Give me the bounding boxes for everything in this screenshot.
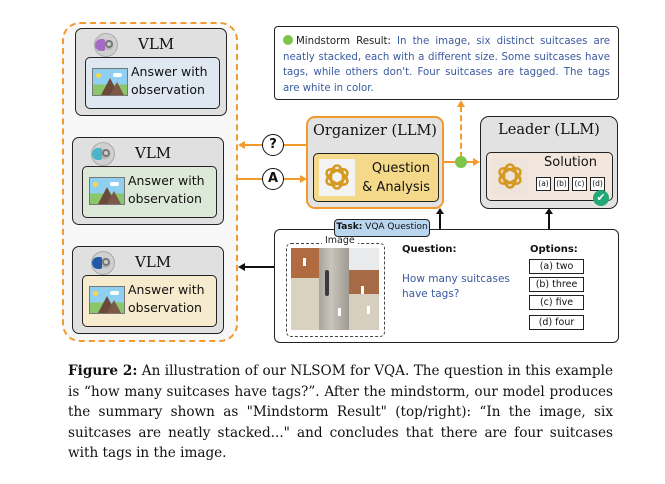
openai-logo-icon [319, 159, 355, 196]
arrow-up-icon [436, 208, 444, 214]
vlm-answer-panel: Answer with observation [82, 275, 217, 327]
vlm-agent-2: VLM Answer with observation [72, 137, 224, 225]
image-frame: Image [286, 235, 385, 337]
choice-chip-b: (b) [554, 177, 569, 191]
task-to-organizer-line [439, 211, 441, 229]
vlm-mask-icon [91, 251, 115, 275]
vlm-answer-line2: observation [131, 82, 205, 97]
landscape-image-icon [92, 68, 128, 96]
vlm-title: VLM [135, 253, 172, 271]
vlm-agent-1: VLM Answer with observation [75, 28, 227, 116]
task-tag: Task: VQA Question [334, 219, 430, 237]
check-icon: ✔ [593, 190, 609, 206]
caption-label: Figure 2: [68, 363, 138, 379]
openai-logo-icon [492, 158, 528, 195]
mindstorm-text: In the image, six distinct suitcases are… [283, 36, 610, 94]
organizer-title: Organizer (LLM) [313, 123, 437, 139]
vlm-answer-panel: Answer with observation [85, 57, 220, 109]
mindstorm-label: Mindstorm Result: [296, 36, 391, 47]
arrow-left-icon [238, 263, 245, 271]
suitcases-photo [291, 248, 379, 330]
option-b: (b) three [529, 277, 584, 292]
option-d: (d) four [529, 315, 584, 330]
question-mark-badge: ? [262, 134, 284, 156]
answer-badge: A [262, 168, 284, 190]
arrow-up-icon [545, 208, 553, 214]
vlm-title: VLM [138, 35, 175, 53]
organizer-line1: Question [371, 161, 430, 176]
question-label: Question: [402, 244, 457, 255]
caption-text: An illustration of our NLSOM for VQA. Th… [68, 363, 613, 461]
vlm-answer-line2: observation [128, 300, 202, 315]
green-dot-icon [283, 35, 293, 45]
vlm-mask-icon [91, 142, 115, 166]
landscape-image-icon [89, 177, 125, 205]
vlm-answer-line1: Answer with [128, 282, 205, 297]
leader-llm: Leader (LLM) Solution (a) (b) (c) (d) ✔ [480, 116, 618, 209]
landscape-image-icon [89, 286, 125, 314]
organizer-task-panel: Question & Analysis [313, 153, 439, 202]
arrow-left-icon [238, 141, 245, 149]
vlm-mask-icon [94, 33, 118, 57]
image-label: Image [322, 235, 358, 246]
option-a: (a) two [529, 259, 584, 274]
task-to-leader-line [548, 211, 550, 229]
choice-chip-d: (d) [590, 177, 605, 191]
choice-chip-a: (a) [536, 177, 551, 191]
mindstorm-result-box: Mindstorm Result: In the image, six dist… [274, 26, 619, 100]
vlm-answer-panel: Answer with observation [82, 166, 217, 218]
arrow-right-icon [300, 175, 307, 183]
organizer-llm: Organizer (LLM) Question & Analysis [306, 116, 444, 209]
option-c: (c) five [529, 295, 584, 310]
leader-solution-panel: Solution (a) (b) (c) (d) [486, 152, 613, 201]
vlm-title: VLM [135, 144, 172, 162]
vlm-answer-line1: Answer with [131, 64, 208, 79]
arrow-right-icon [473, 158, 480, 166]
options-label: Options: [530, 244, 578, 255]
question-text: How many suitcases have tags? [402, 273, 510, 300]
green-node-icon [455, 156, 467, 168]
vqa-question-panel: Image Question: How many suitcases have … [274, 229, 619, 343]
vlm-answer-line1: Answer with [128, 173, 205, 188]
task-to-vlm-line [244, 266, 274, 268]
vlm-agent-3: VLM Answer with observation [72, 246, 224, 334]
task-value: VQA Question [365, 222, 428, 232]
mindstorm-connector [460, 106, 462, 158]
arrow-up-icon [457, 100, 465, 107]
organizer-line2: & Analysis [362, 180, 430, 195]
task-label: Task: [336, 222, 363, 232]
figure-caption: Figure 2: An illustration of our NLSOM f… [68, 361, 613, 464]
vlm-answer-line2: observation [128, 191, 202, 206]
choice-chip-c: (c) [572, 177, 587, 191]
solution-label: Solution [544, 155, 597, 170]
leader-title: Leader (LLM) [498, 122, 600, 138]
